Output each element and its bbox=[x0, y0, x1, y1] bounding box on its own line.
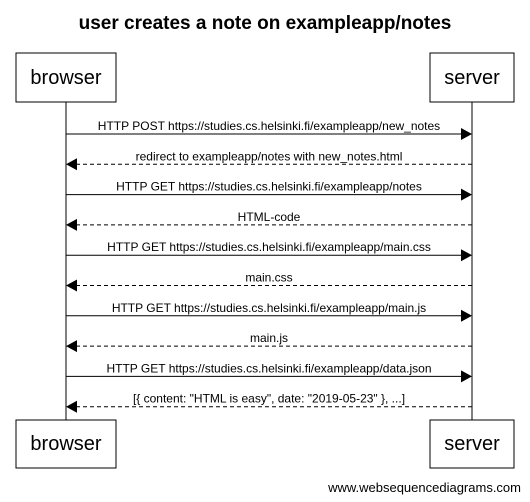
arrowhead bbox=[461, 309, 472, 322]
arrowhead bbox=[461, 249, 472, 262]
actor-box bbox=[15, 419, 117, 469]
actor-browser-top: browser bbox=[15, 52, 117, 103]
message-6: main.css bbox=[66, 271, 472, 292]
message-label: redirect to exampleapp/notes with new_no… bbox=[136, 149, 403, 163]
message-2: redirect to exampleapp/notes with new_no… bbox=[66, 149, 472, 171]
actor-box bbox=[15, 52, 117, 103]
message-label: HTTP POST https://studies.cs.helsinki.fi… bbox=[98, 119, 440, 133]
arrowhead bbox=[66, 279, 77, 292]
messages: HTTP POST https://studies.cs.helsinki.fi… bbox=[66, 119, 472, 413]
message-label: HTTP GET https://studies.cs.helsinki.fi/… bbox=[116, 180, 422, 194]
message-9: HTTP GET https://studies.cs.helsinki.fi/… bbox=[66, 361, 472, 383]
message-8: main.js bbox=[66, 331, 472, 353]
arrowhead bbox=[461, 128, 472, 140]
diagram-title: user creates a note on exampleapp/notes bbox=[79, 13, 452, 34]
message-label: HTML-code bbox=[238, 210, 301, 224]
arrowhead bbox=[66, 340, 77, 353]
message-label: HTTP GET https://studies.cs.helsinki.fi/… bbox=[106, 361, 431, 375]
message-label: main.css bbox=[245, 271, 292, 285]
actor-box bbox=[429, 419, 515, 469]
arrowhead bbox=[66, 400, 77, 413]
footer-link[interactable]: www.websequencediagrams.com bbox=[327, 480, 521, 495]
arrowhead bbox=[66, 218, 77, 231]
actor-server-bottom: server bbox=[429, 419, 515, 469]
actor-label: server bbox=[444, 433, 500, 455]
arrowhead bbox=[66, 158, 77, 171]
message-label: main.js bbox=[250, 331, 288, 345]
arrowhead bbox=[461, 370, 472, 383]
actor-label: browser bbox=[30, 67, 101, 89]
actor-box bbox=[429, 52, 515, 103]
message-1: HTTP POST https://studies.cs.helsinki.fi… bbox=[66, 119, 472, 140]
actor-browser-bottom: browser bbox=[15, 419, 117, 469]
actor-label: server bbox=[444, 67, 500, 89]
actor-server-top: server bbox=[429, 52, 515, 103]
message-10: [{ content: "HTML is easy", date: "2019-… bbox=[66, 392, 472, 413]
message-5: HTTP GET https://studies.cs.helsinki.fi/… bbox=[66, 240, 472, 262]
message-4: HTML-code bbox=[66, 210, 472, 231]
message-label: HTTP GET https://studies.cs.helsinki.fi/… bbox=[112, 301, 426, 315]
arrowhead bbox=[461, 188, 472, 201]
actor-label: browser bbox=[30, 433, 101, 455]
message-3: HTTP GET https://studies.cs.helsinki.fi/… bbox=[66, 180, 472, 201]
message-label: [{ content: "HTML is easy", date: "2019-… bbox=[133, 392, 405, 406]
message-label: HTTP GET https://studies.cs.helsinki.fi/… bbox=[107, 240, 431, 254]
message-7: HTTP GET https://studies.cs.helsinki.fi/… bbox=[66, 301, 472, 322]
